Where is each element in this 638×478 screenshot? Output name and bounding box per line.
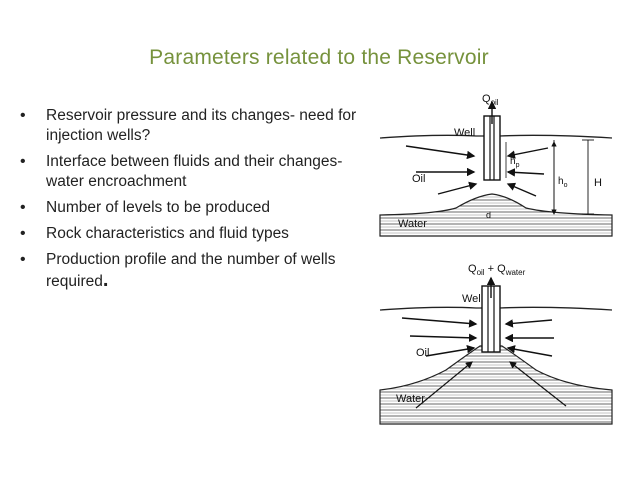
slide-title: Parameters related to the Reservoir <box>149 46 489 69</box>
ho-label: ho <box>558 176 568 189</box>
bullet-item: Number of levels to be produced <box>18 198 358 218</box>
water-zone <box>379 193 613 237</box>
bullet-text: Interface between fluids and their chang… <box>46 153 343 190</box>
water-label: Water <box>396 393 425 405</box>
well-tubing <box>483 115 501 181</box>
bullet-item: Reservoir pressure and its changes- need… <box>18 106 358 146</box>
bullet-period: . <box>102 269 109 291</box>
water-label: Water <box>398 218 427 230</box>
bullet-text: Number of levels to be produced <box>46 199 271 216</box>
reservoir-top-boundary <box>379 306 613 311</box>
water-coning-diagram-breakthrough: Qoil + Qwater Well Oil Water <box>379 263 613 425</box>
bullet-item: Production profile and the number of wel… <box>18 250 358 292</box>
oil-label: Oil <box>412 173 425 185</box>
q-oil-water-label: Qoil + Qwater <box>468 263 526 277</box>
d-label: d <box>486 210 491 220</box>
water-zone <box>379 345 613 425</box>
bullet-item: Interface between fluids and their chang… <box>18 152 358 192</box>
hp-label: hp <box>510 156 520 169</box>
bullet-text: Rock characteristics and fluid types <box>46 225 289 242</box>
reservoir-top-boundary <box>379 134 613 139</box>
bullet-item: Rock characteristics and fluid types <box>18 224 358 244</box>
well-label: Well <box>454 127 475 139</box>
H-label: H <box>594 177 602 189</box>
q-oil-label: Qoil <box>482 93 499 107</box>
bullet-text: Reservoir pressure and its changes- need… <box>46 107 357 144</box>
well-label: Well <box>462 293 483 305</box>
water-coning-diagram-oil-only: Qoil Well Oil Water d hp ho H <box>379 93 613 237</box>
bullet-list: Reservoir pressure and its changes- need… <box>18 106 358 298</box>
oil-label: Oil <box>416 347 429 359</box>
bullet-text: Production profile and the number of wel… <box>46 251 336 290</box>
